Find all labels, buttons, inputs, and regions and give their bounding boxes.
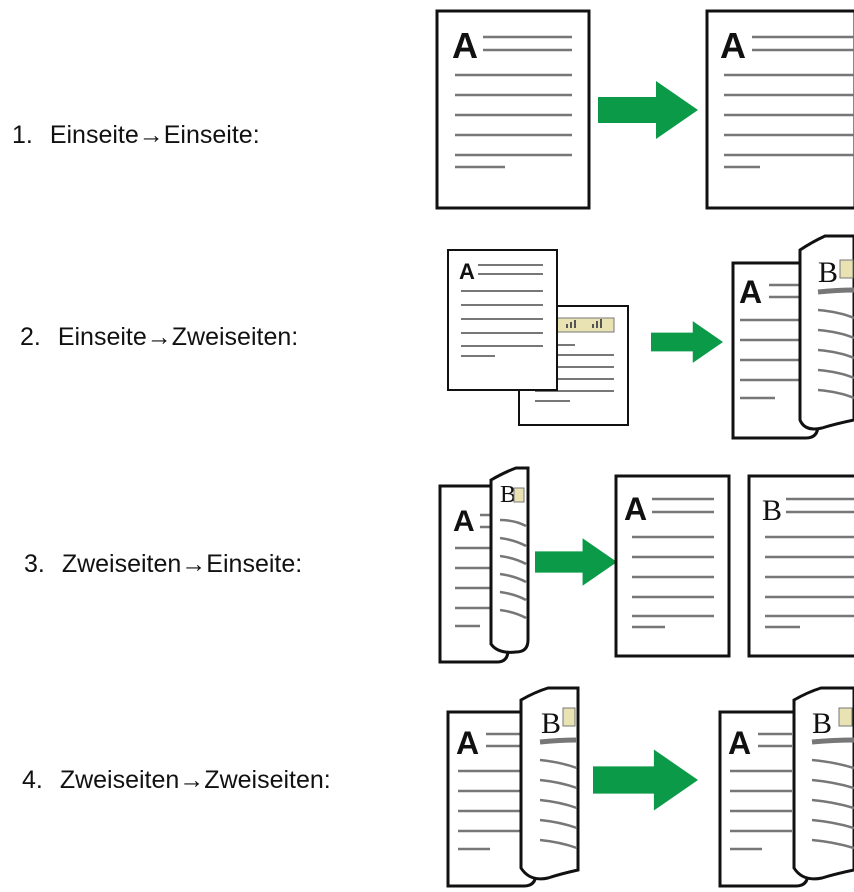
row-1-result-page: A <box>705 9 854 210</box>
chart-icon <box>839 259 854 279</box>
chart-icon <box>551 317 615 333</box>
page-letter-a: A <box>459 259 475 284</box>
page-letter-a: A <box>720 25 746 66</box>
page-letter-a: A <box>739 274 762 310</box>
row-1-number: 1. <box>12 121 33 149</box>
page-letter-a: A <box>624 491 647 527</box>
row-4-number: 4. <box>22 766 43 794</box>
page-letter-b: B <box>818 256 838 289</box>
row-1-text: Einseite→Einseite: <box>49 121 260 149</box>
page-letter-b: B <box>762 494 782 527</box>
row-3-arrow <box>535 538 617 586</box>
page-letter-b: B <box>500 482 516 508</box>
row-2-number: 2. <box>20 323 41 351</box>
row-2-duplex-page: A B <box>731 234 854 440</box>
row-1-source-page: A <box>435 9 591 210</box>
row-3-text: Zweiseiten→Einseite: <box>61 550 303 578</box>
row-2-label: 2. Einseite→Zweiseiten: <box>20 323 298 352</box>
page-letter-a: A <box>453 505 475 538</box>
row-2-arrow <box>651 321 723 363</box>
page-letter-b: B <box>812 707 832 740</box>
row-3-label: 3. Zweiseiten→Einseite: <box>24 550 302 579</box>
row-3-result-page-b: B <box>747 474 854 658</box>
page-letter-a: A <box>728 725 751 761</box>
row-4-source-duplex-page: A B <box>446 686 580 888</box>
page-letter-b: B <box>541 707 561 740</box>
row-4-result-duplex-page: A B <box>718 686 854 888</box>
row-4-label: 4. Zweiseiten→Zweiseiten: <box>22 766 331 795</box>
row-3-result-page-a: A <box>614 474 731 658</box>
row-3-duplex-page: A B <box>438 466 530 664</box>
row-4-text: Zweiseiten→Zweiseiten: <box>59 766 331 794</box>
row-2-text: Einseite→Zweiseiten: <box>57 323 299 351</box>
page-letter-a: A <box>452 25 478 66</box>
chart-icon <box>838 707 853 727</box>
row-3-number: 3. <box>24 550 45 578</box>
row-1-label: 1. Einseite→Einseite: <box>12 121 260 150</box>
chart-icon <box>562 707 576 727</box>
row-2-source-pages: A <box>447 249 629 426</box>
row-4-arrow <box>593 749 698 811</box>
page-letter-a: A <box>456 725 479 761</box>
chart-icon <box>513 487 525 503</box>
row-1-arrow <box>598 81 698 139</box>
